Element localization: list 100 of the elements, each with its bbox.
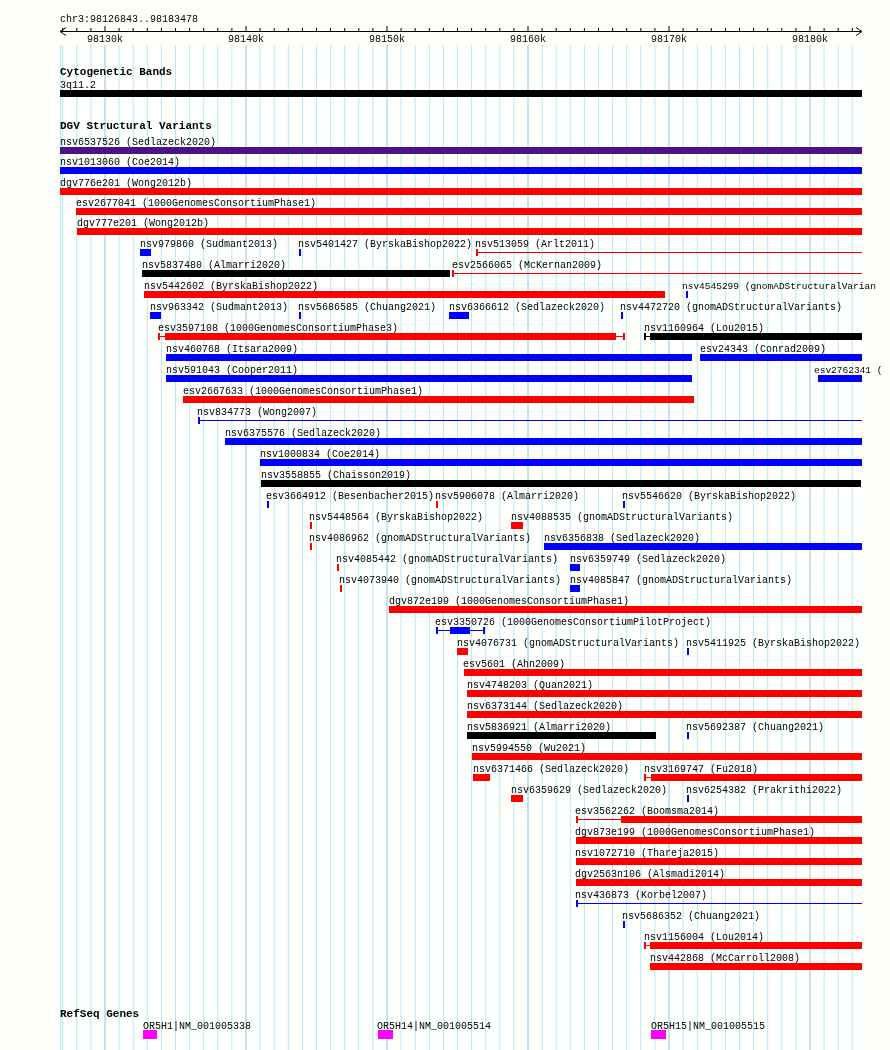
variant-label: nsv6356838 (Sedlazeck2020) xyxy=(544,533,701,544)
variant-label: nsv5411925 (ByrskaBishop2022) xyxy=(686,638,861,649)
variant-feature xyxy=(622,491,797,508)
variant-feature xyxy=(309,533,532,550)
tick-label: 98140k xyxy=(228,34,264,45)
variant-feature xyxy=(339,575,562,592)
variant-feature xyxy=(389,596,862,613)
variant-feature xyxy=(575,848,862,865)
variant-feature xyxy=(298,239,473,256)
variant-label: nsv834773 (Wong2007) xyxy=(197,407,318,418)
variant-feature xyxy=(575,890,862,907)
variant-feature xyxy=(686,722,825,739)
variant-label: nsv5906078 (Almarri2020) xyxy=(435,491,580,502)
variant-feature xyxy=(644,764,862,781)
variant-label: esv3562262 (Boomsma2014) xyxy=(575,806,720,817)
variant-label: dgv777e201 (Wong2012b) xyxy=(77,218,210,229)
variant-label: dgv776e201 (Wong2012b) xyxy=(60,178,193,189)
tick-label: 98150k xyxy=(369,34,405,45)
variant-feature xyxy=(620,302,843,319)
variant-feature xyxy=(511,785,668,802)
gene-label: OR5H15|NM_001005515 xyxy=(651,1021,766,1032)
variant-feature xyxy=(575,869,862,886)
variant-label: nsv6373144 (Sedlazeck2020) xyxy=(467,701,624,712)
variant-feature xyxy=(473,764,630,781)
variant-label: nsv1160964 (Lou2015) xyxy=(644,323,765,334)
variant-feature xyxy=(144,281,665,298)
variant-feature xyxy=(435,491,580,508)
variant-feature xyxy=(467,701,862,718)
variant-label: nsv3169747 (Fu2018) xyxy=(644,764,759,775)
variant-feature xyxy=(140,239,279,256)
variant-label: nsv1000834 (Coe2014) xyxy=(260,449,381,460)
variant-feature xyxy=(575,827,862,844)
variant-label: nsv4085847 (gnomADStructuralVariants) xyxy=(570,575,793,586)
variant-feature xyxy=(298,302,437,319)
variant-feature xyxy=(452,260,862,277)
variant-label: esv5601 (Ahn2009) xyxy=(463,659,566,670)
variant-label: esv2667633 (1000GenomesConsortiumPhase1) xyxy=(183,386,424,397)
gene-label: OR5H1|NM_001005338 xyxy=(143,1021,252,1032)
variant-label: nsv979860 (Sudmant2013) xyxy=(140,239,279,250)
variant-feature xyxy=(511,512,734,529)
variant-feature xyxy=(449,302,606,319)
variant-label: nsv5686585 (Chuang2021) xyxy=(298,302,437,313)
variant-label: nsv5546620 (ByrskaBishop2022) xyxy=(622,491,797,502)
variant-label: dgv872e199 (1000GenomesConsortiumPhase1) xyxy=(389,596,630,607)
variant-label: nsv4748203 (Quan2021) xyxy=(467,680,594,691)
track-title: RefSeq Genes xyxy=(60,1009,140,1020)
gene-feature xyxy=(143,1021,252,1039)
variant-feature xyxy=(225,428,862,445)
tick-label: 98170k xyxy=(651,34,687,45)
variant-feature xyxy=(158,323,625,340)
variant-feature xyxy=(814,365,883,382)
variant-label: nsv6366612 (Sedlazeck2020) xyxy=(449,302,606,313)
variant-label: nsv6375576 (Sedlazeck2020) xyxy=(225,428,382,439)
variant-label: dgv2563n106 (Alsmadi2014) xyxy=(575,869,726,880)
variant-feature xyxy=(650,953,862,970)
variant-feature xyxy=(261,470,861,487)
variant-feature xyxy=(544,533,862,550)
variant-label: nsv6371466 (Sedlazeck2020) xyxy=(473,764,630,775)
variant-label: nsv4472720 (gnomADStructuralVariants) xyxy=(620,302,843,313)
cytoband-track xyxy=(60,80,862,97)
variant-feature xyxy=(570,575,793,592)
tick-label: 98180k xyxy=(792,34,828,45)
variant-feature xyxy=(472,743,862,760)
variant-feature xyxy=(77,218,862,235)
variant-feature xyxy=(197,407,862,424)
track-title: DGV Structural Variants xyxy=(60,121,212,132)
variant-label: nsv5692387 (Chuang2021) xyxy=(686,722,825,733)
variant-feature xyxy=(467,680,862,697)
variant-feature xyxy=(150,302,289,319)
variant-feature xyxy=(266,491,435,508)
variant-feature xyxy=(309,512,484,529)
variant-feature xyxy=(575,806,862,823)
variant-label: nsv4545299 (gnomADStructuralVarian xyxy=(682,281,876,292)
variant-label: nsv963342 (Sudmant2013) xyxy=(150,302,289,313)
variant-label: nsv1156004 (Lou2014) xyxy=(644,932,765,943)
variant-feature xyxy=(467,722,656,739)
variant-label: nsv436873 (Korbel2007) xyxy=(575,890,708,901)
variant-label: nsv5442602 (ByrskaBishop2022) xyxy=(144,281,319,292)
variant-label: nsv5836921 (Almarri2020) xyxy=(467,722,612,733)
variant-label: dgv873e199 (1000GenomesConsortiumPhase1) xyxy=(575,827,816,838)
variant-feature xyxy=(76,198,862,215)
variant-feature xyxy=(457,638,680,655)
variant-label: nsv4088535 (gnomADStructuralVariants) xyxy=(511,512,734,523)
variant-label: nsv4073940 (gnomADStructuralVariants) xyxy=(339,575,562,586)
variant-label: nsv1013060 (Coe2014) xyxy=(60,157,181,168)
gene-feature xyxy=(377,1021,492,1039)
variant-feature xyxy=(60,137,862,154)
variant-feature xyxy=(622,911,761,928)
variant-feature xyxy=(644,323,862,340)
variant-feature xyxy=(183,386,694,403)
variant-feature xyxy=(686,785,843,802)
band-label: 3q11.2 xyxy=(60,80,96,91)
variant-feature xyxy=(686,638,861,655)
variant-label: esv3597108 (1000GenomesConsortiumPhase3) xyxy=(158,323,399,334)
variant-feature xyxy=(60,157,862,174)
variant-label: nsv591043 (Cooper2011) xyxy=(166,365,299,376)
variant-label: esv2762341 ( xyxy=(814,365,883,376)
variant-label: nsv460768 (Itsara2009) xyxy=(166,344,299,355)
gene-feature xyxy=(651,1021,766,1039)
variant-feature xyxy=(700,344,862,361)
